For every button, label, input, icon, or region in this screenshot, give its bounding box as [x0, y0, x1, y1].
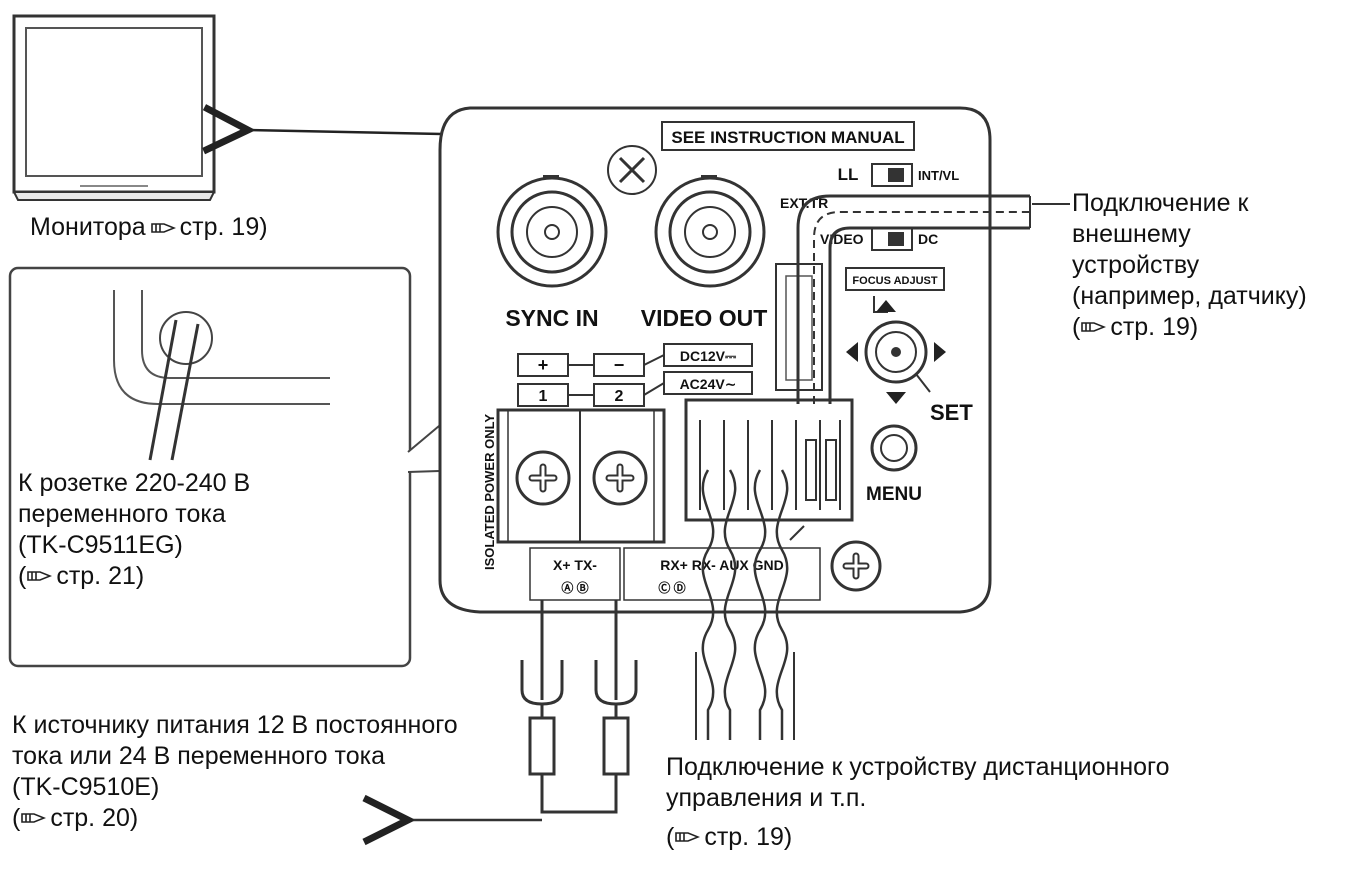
remote-caption: Подключение к устройству дистанционного … — [666, 753, 1170, 851]
bnc-connector-icon — [496, 175, 608, 288]
svg-text:X+ TX-: X+ TX- — [553, 557, 597, 573]
svg-text:FOCUS ADJUST: FOCUS ADJUST — [852, 275, 937, 287]
screw-icon — [592, 450, 648, 506]
external-device-cable — [796, 194, 1070, 404]
screw-icon — [515, 450, 571, 506]
power-wires — [408, 600, 638, 820]
svg-text:LL: LL — [838, 165, 859, 184]
svg-text:MENU: MENU — [866, 484, 922, 505]
reference-hand-icon — [674, 829, 701, 845]
svg-text:+: + — [538, 355, 549, 375]
screw-icon — [607, 145, 657, 195]
svg-text:1: 1 — [539, 388, 548, 405]
svg-text:ISOLATED POWER ONLY: ISOLATED POWER ONLY — [482, 414, 497, 570]
reference-hand-icon — [26, 568, 53, 584]
svg-text:DC: DC — [918, 231, 938, 247]
svg-text:SET: SET — [930, 400, 973, 425]
monitor-caption: Монитора стр. 19) — [30, 213, 268, 241]
svg-text:DC12V⎓: DC12V⎓ — [680, 348, 737, 364]
monitor-icon — [12, 14, 216, 201]
power-caption: К источнику питания 12 В постоянного ток… — [12, 711, 458, 832]
svg-text:−: − — [614, 355, 625, 375]
sync-in-label: SYNC IN — [505, 305, 598, 331]
reference-hand-icon — [20, 810, 47, 826]
remote-control-wires — [695, 469, 795, 740]
svg-text:INT/VL: INT/VL — [918, 168, 959, 183]
reference-hand-icon — [1080, 319, 1107, 335]
svg-text:Ⓒ Ⓓ: Ⓒ Ⓓ — [658, 580, 685, 595]
screw-icon — [830, 540, 882, 592]
svg-text:RX+ RX- AUX GND: RX+ RX- AUX GND — [660, 557, 784, 573]
outlet-caption: К розетке 220-240 В переменного тока (TK… — [18, 469, 251, 590]
video-out-label: VIDEO OUT — [641, 305, 768, 331]
outlet-detail-box — [8, 266, 471, 668]
bnc-connector-icon — [654, 175, 766, 288]
svg-text:AC24V∼: AC24V∼ — [680, 376, 737, 392]
svg-text:VIDEO: VIDEO — [820, 231, 864, 247]
camera-rear-panel: SEE INSTRUCTION MANUAL SYNC IN VIDEO OUT… — [438, 106, 992, 614]
svg-text:Ⓐ Ⓑ: Ⓐ Ⓑ — [561, 580, 588, 595]
external-device-caption: Подключение к внешнему устройству (напри… — [1072, 189, 1307, 341]
manual-label: SEE INSTRUCTION MANUAL — [671, 128, 904, 147]
reference-hand-icon — [150, 220, 176, 236]
svg-text:2: 2 — [615, 388, 624, 405]
joystick-control — [846, 296, 946, 404]
